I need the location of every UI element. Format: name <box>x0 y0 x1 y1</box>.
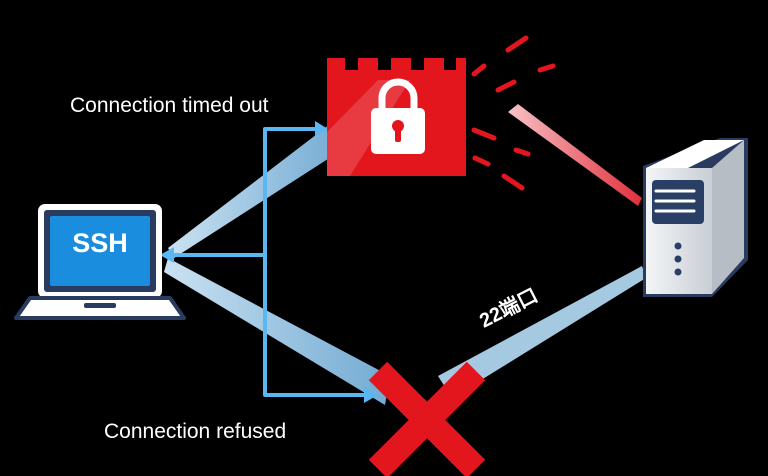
timeout-label: Connection timed out <box>70 94 269 117</box>
arrowhead-refused <box>364 387 378 403</box>
red-x-icon <box>368 361 486 476</box>
server-tower-icon <box>643 138 748 297</box>
refused-beam <box>164 258 390 405</box>
firewall-lock-icon <box>327 58 466 176</box>
ssh-label: SSH <box>72 228 128 258</box>
laptop-icon <box>14 204 186 320</box>
refused-label: Connection refused <box>104 420 287 443</box>
connection-arrows <box>172 127 368 397</box>
server-port-beam <box>438 266 646 398</box>
blocked-signal-dashes <box>471 35 556 191</box>
server-blocked-beam <box>508 104 642 206</box>
arrowhead-laptop <box>160 247 174 263</box>
arrowhead-firewall <box>315 121 328 137</box>
timeout-beam <box>168 118 345 258</box>
